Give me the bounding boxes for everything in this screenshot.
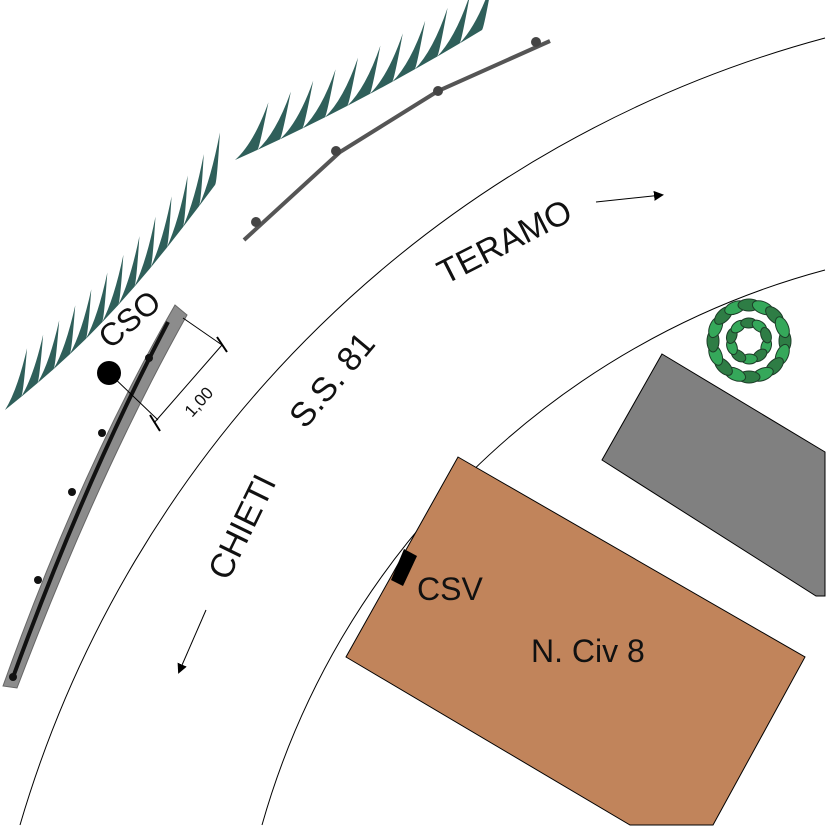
building-label: N. Civ 8: [531, 633, 645, 669]
hedge-spike: [5, 348, 28, 410]
arrow-right-icon: [595, 190, 664, 203]
gray-building-block: [601, 353, 826, 597]
hedge-spike: [235, 102, 269, 160]
fence-line: [242, 37, 551, 242]
cso-leader-line: [108, 372, 159, 421]
dimension-label: 1,00: [181, 383, 217, 420]
sewer-node: [68, 488, 76, 496]
sewer-node: [98, 429, 106, 437]
hedge-icon: [235, 0, 489, 160]
tree-leaf: [774, 316, 790, 339]
hedge-spike: [150, 196, 172, 268]
sewer-node: [34, 576, 42, 584]
hedge-spike: [437, 0, 469, 57]
hedge-spike: [324, 57, 359, 118]
hedge-spike: [69, 289, 92, 355]
chieti-label: CHIETI: [201, 469, 284, 586]
road-label: S.S. 81: [282, 325, 383, 435]
hedge-spike: [85, 272, 108, 339]
tree-leaf: [760, 326, 772, 344]
building-n-civ-8: [345, 456, 806, 826]
hedge-spike: [347, 45, 381, 106]
hedge-spike: [101, 254, 124, 323]
road-outer-edge: [19, 37, 826, 826]
arrow-down-left-icon: [177, 609, 207, 674]
hedge-spike: [198, 132, 220, 207]
fence-post: [433, 86, 443, 96]
teramo-label: TERAMO: [431, 192, 578, 292]
fence-post: [531, 37, 541, 47]
hedge-spike: [279, 80, 314, 140]
tree-icon: [706, 298, 792, 384]
sewer-line: [9, 321, 170, 681]
hedge-spike: [21, 334, 44, 397]
sidewalk-strip: [2, 304, 188, 689]
hedge-spike: [302, 69, 336, 129]
hedge-spike: [53, 305, 76, 370]
sewer-node: [9, 673, 17, 681]
hedge-spike: [182, 154, 204, 228]
csv-connection-icon: [391, 549, 417, 586]
hedge-spike: [459, 0, 489, 44]
hedge-spike: [257, 91, 291, 150]
hedge-spike: [414, 7, 448, 70]
hedge-spike: [37, 320, 60, 384]
dimension-line: [149, 317, 228, 432]
fence-post: [251, 217, 261, 227]
csv-label: CSV: [417, 571, 483, 607]
hedge-spike: [166, 175, 188, 249]
hedge-spike: [392, 20, 426, 82]
hedge-spike: [369, 33, 403, 95]
hedge-icon: [5, 132, 220, 410]
fence-post: [331, 146, 341, 156]
hedge-spike: [118, 236, 140, 306]
sewer-node: [145, 354, 153, 362]
hedge-spike: [134, 216, 156, 288]
